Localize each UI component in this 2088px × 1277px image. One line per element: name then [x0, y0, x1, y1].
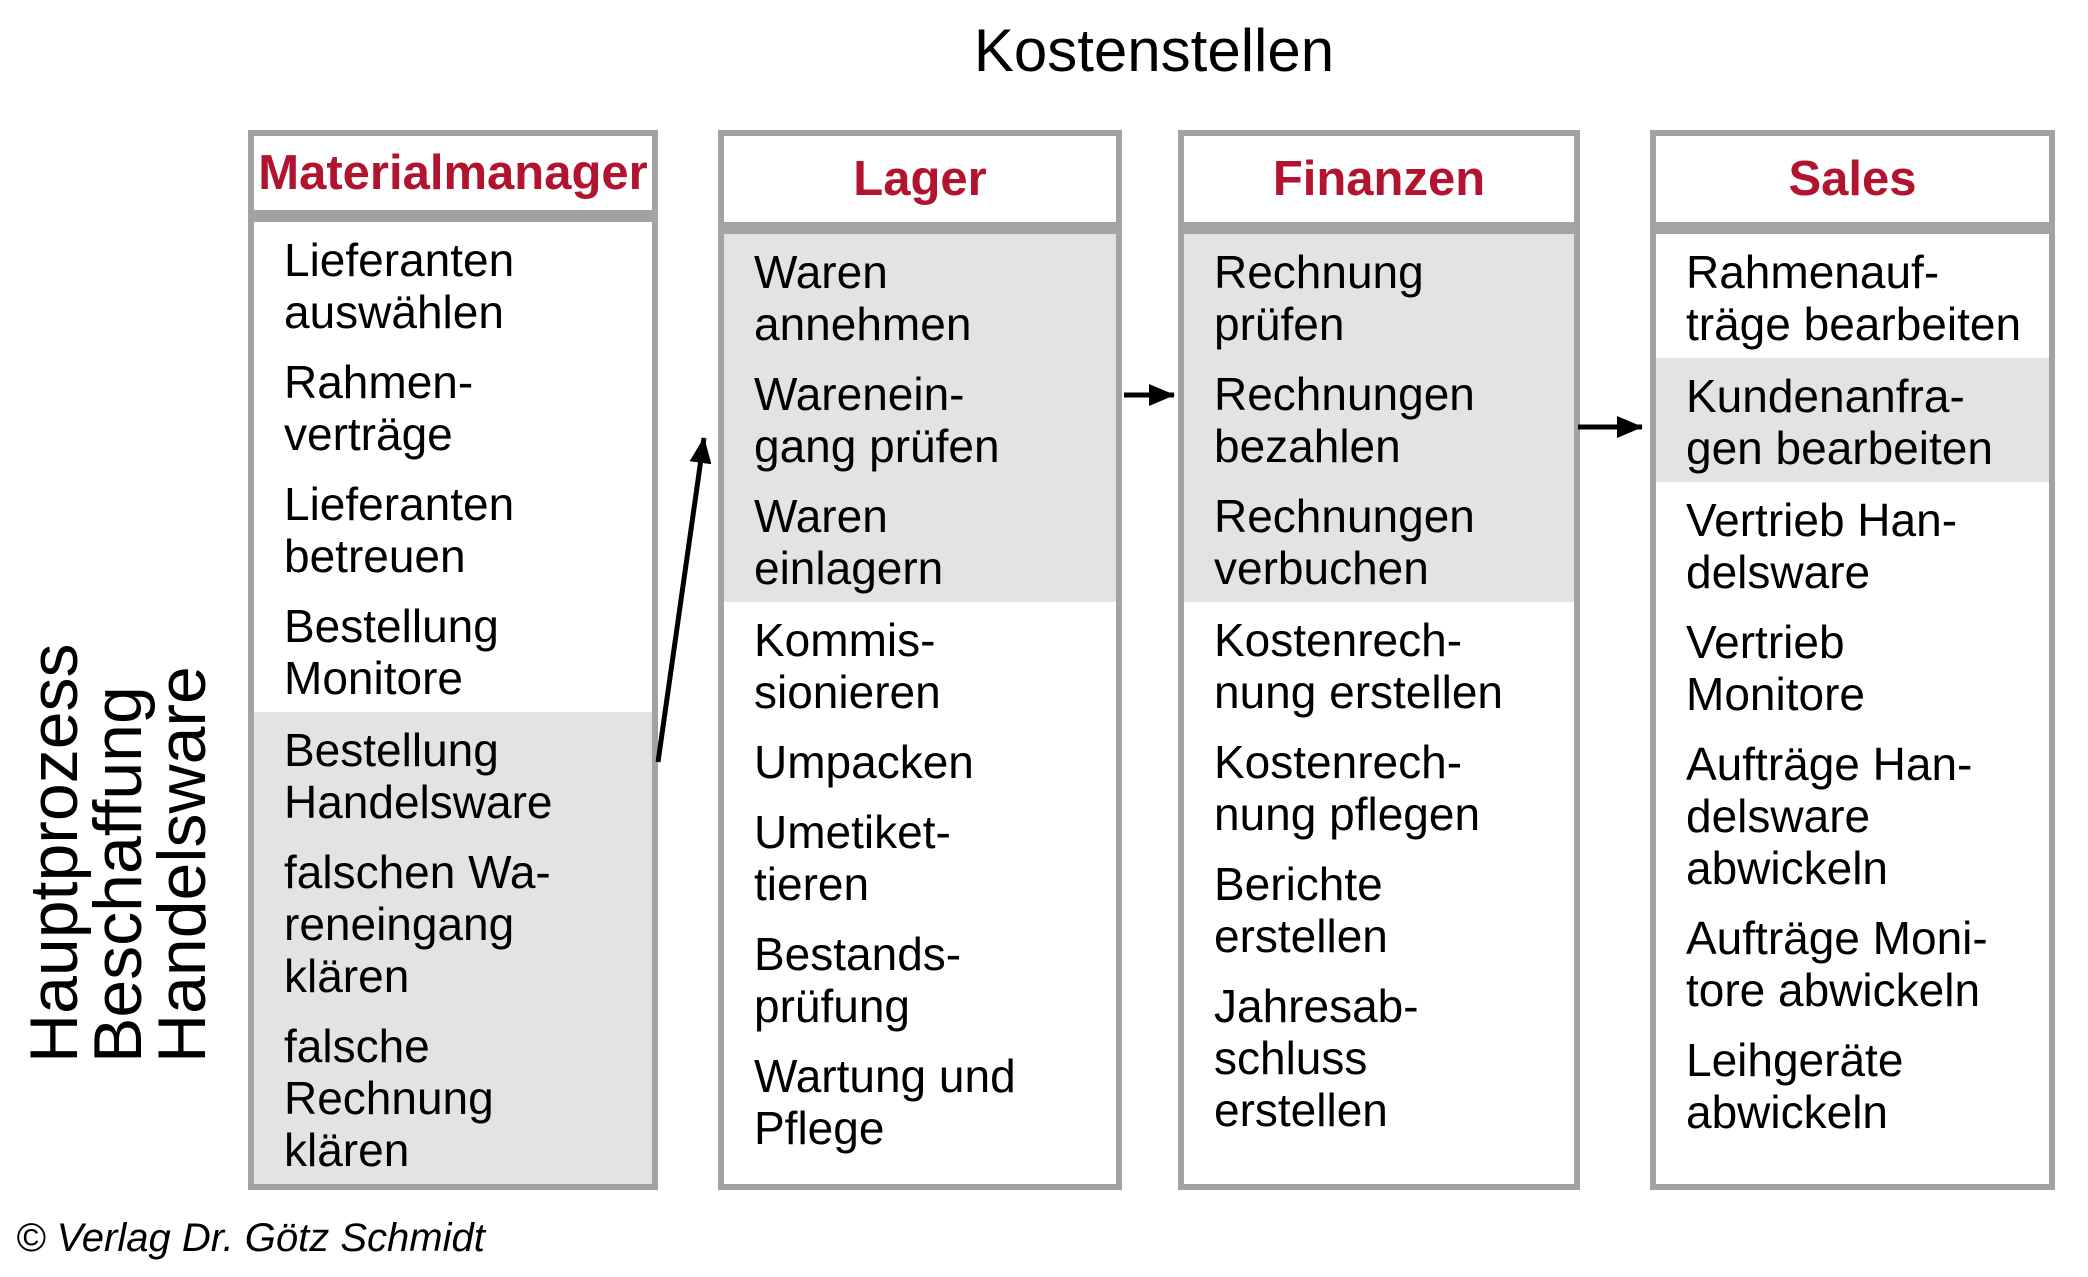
- segment-highlighted: Kundenanfra- gen bearbeiten: [1656, 358, 2049, 482]
- process-item: Aufträge Han- delsware abwickeln: [1686, 738, 1973, 894]
- process-item: Kundenanfra- gen bearbeiten: [1686, 370, 1993, 474]
- process-item: Rahmenauf- träge bearbeiten: [1686, 246, 2022, 350]
- process-item: Bestellung Monitore: [284, 600, 499, 704]
- segment: Rahmenauf- träge bearbeiten: [1656, 234, 2049, 358]
- process-item: Jahresab- schluss erstellen: [1214, 980, 1419, 1136]
- process-item: Rechnungen bezahlen: [1214, 368, 1475, 472]
- process-item: Wartung und Pflege: [754, 1050, 1016, 1154]
- process-item: Waren annehmen: [754, 246, 972, 350]
- process-item: Rechnungen verbuchen: [1214, 490, 1475, 594]
- process-item: Vertrieb Monitore: [1686, 616, 1865, 720]
- process-item: Bestands- prüfung: [754, 928, 962, 1032]
- process-item: Berichte erstellen: [1214, 858, 1388, 962]
- process-item: Warenein- gang prüfen: [754, 368, 1000, 472]
- segment-highlighted: Bestellung Handelsware falschen Wa- renei…: [254, 712, 652, 1184]
- column-header-sales: Sales: [1650, 130, 2055, 228]
- process-item: falsche Rechnung klären: [284, 1020, 494, 1176]
- process-item: Leihgeräte abwickeln: [1686, 1034, 1904, 1138]
- copyright-notice: © Verlag Dr. Götz Schmidt: [16, 1216, 485, 1260]
- process-item: Lieferanten auswählen: [284, 234, 515, 338]
- process-item: Vertrieb Han- delsware: [1686, 494, 1958, 598]
- page-title: Kostenstellen: [973, 17, 1335, 84]
- column-header-finanzen: Finanzen: [1178, 130, 1580, 228]
- column-header-materialmanager: Materialmanager: [248, 130, 658, 216]
- process-item: Rahmen- verträge: [284, 356, 474, 460]
- process-item: Kostenrech- nung pflegen: [1214, 736, 1481, 840]
- column-header-lager: Lager: [718, 130, 1122, 228]
- process-item: Bestellung Handelsware: [284, 724, 553, 828]
- process-item: Kostenrech- nung erstellen: [1214, 614, 1503, 718]
- process-item: Lieferanten betreuen: [284, 478, 515, 582]
- process-item: Aufträge Moni- tore abwickeln: [1686, 912, 1988, 1016]
- process-item: Rechnung prüfen: [1214, 246, 1424, 350]
- process-item: Umpacken: [754, 736, 974, 788]
- process-item: Waren einlagern: [754, 490, 944, 594]
- process-item: Umetiket- tieren: [754, 806, 951, 910]
- process-item: falschen Wa- reneingang klären: [284, 846, 551, 1002]
- process-item: Kommis- sionieren: [754, 614, 941, 718]
